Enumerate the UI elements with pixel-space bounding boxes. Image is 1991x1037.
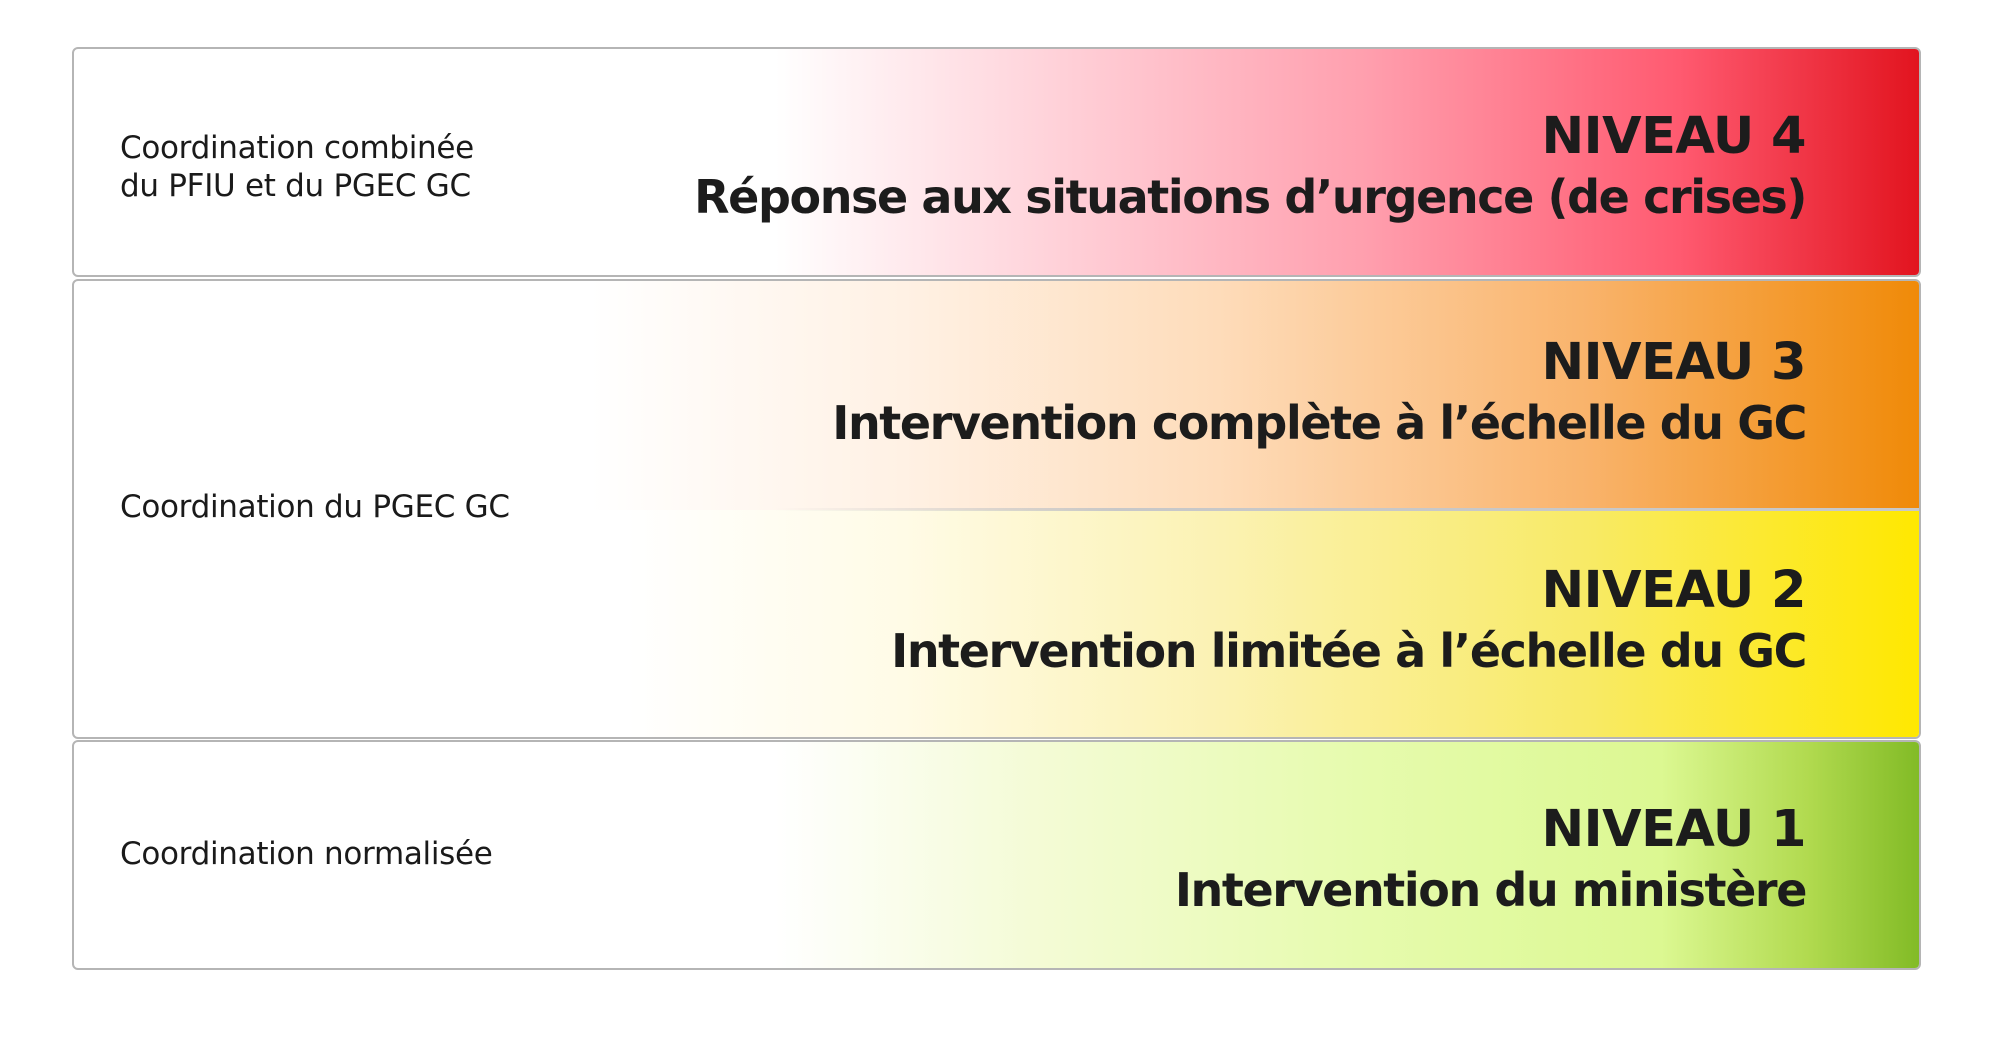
level-1-number: NIVEAU 1 [1541,800,1806,859]
level-3-gradient [74,281,1919,510]
level-4-coordination-label: Coordination combinée du PFIU et du PGEC… [120,129,474,205]
level-4-gradient [74,49,1919,275]
coordination-line-1: Coordination combinée [120,130,474,166]
level-3-heading: NIVEAU 3 Intervention complète à l’échel… [832,333,1807,453]
level-1-heading: NIVEAU 1 Intervention du ministère [1174,800,1808,920]
level-4-number: NIVEAU 4 [1541,107,1806,166]
level-3-description: Intervention complète à l’échelle du GC [832,396,1807,450]
level-1-gradient [74,742,1919,968]
level-1-description: Intervention du ministère [1174,863,1808,917]
levels-3-2-coordination-label: Coordination du PGEC GC [120,489,510,525]
levels-3-2-band: Coordination du PGEC GC NIVEAU 3 Interve… [72,279,1921,739]
level-4-heading: NIVEAU 4 Réponse aux situations d’urgenc… [694,107,1807,227]
level-2-description: Intervention limitée à l’échelle du GC [891,624,1807,678]
level-1-band: Coordination normalisée NIVEAU 1 Interve… [72,740,1921,970]
level-1-coordination-label: Coordination normalisée [120,836,493,872]
level-2-gradient [74,510,1919,737]
level-4-band: Coordination combinée du PFIU et du PGEC… [72,47,1921,277]
coordination-line-2: du PFIU et du PGEC GC [120,168,471,204]
level-2-heading: NIVEAU 2 Intervention limitée à l’échell… [891,561,1807,681]
level-3-number: NIVEAU 3 [1541,333,1806,392]
level-4-description: Réponse aux situations d’urgence (de cri… [694,170,1807,224]
level-3-2-divider [775,508,1919,511]
level-2-number: NIVEAU 2 [1541,561,1806,620]
